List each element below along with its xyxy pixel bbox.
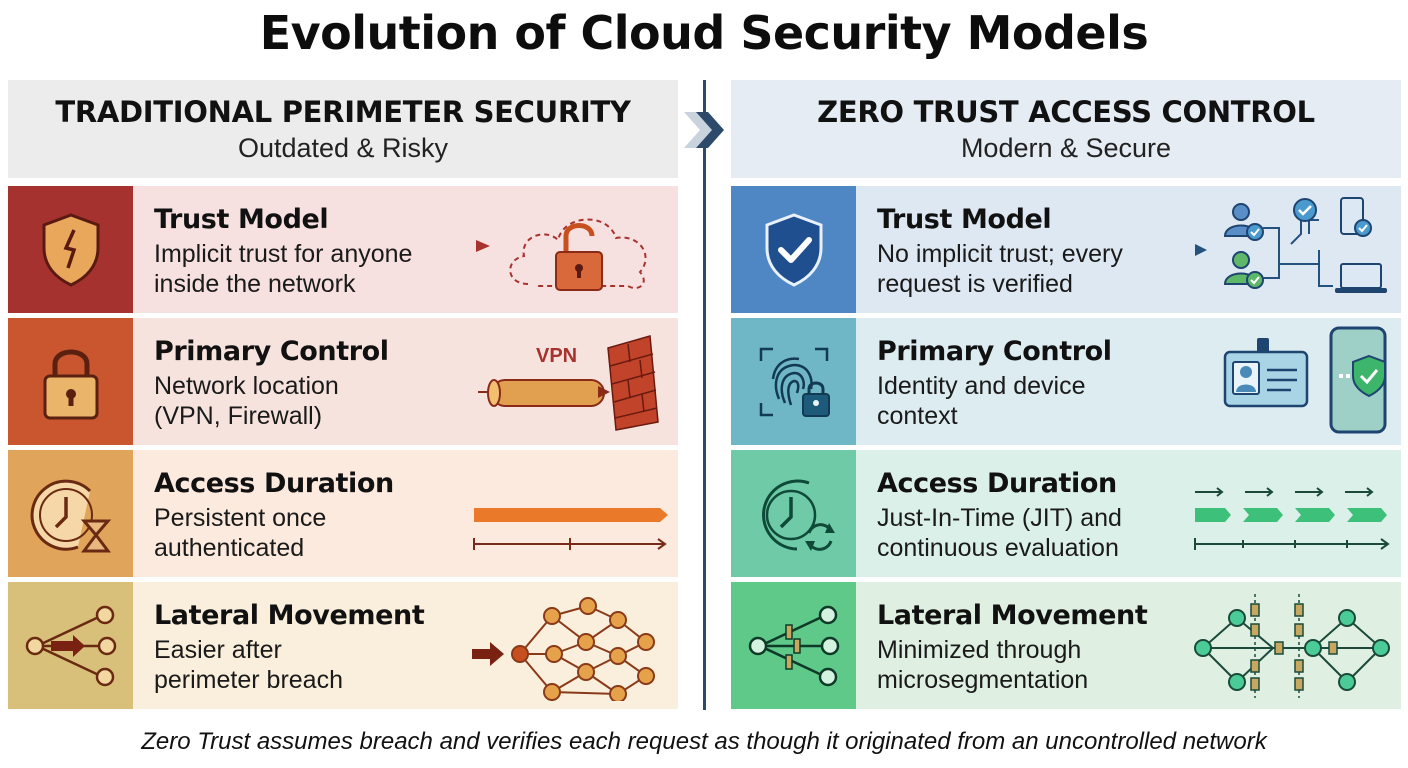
jit-segmented-timeline-icon [1194, 487, 1390, 550]
left-row-trust-model: Trust Model Implicit trust for anyone in… [8, 186, 678, 313]
left-row2-desc-line2: (VPN, Firewall) [154, 402, 323, 430]
left-panel-subtitle: Outdated & Risky [237, 133, 449, 163]
left-row2-title: Primary Control [154, 336, 389, 367]
microsegmented-network-icon [1194, 594, 1390, 698]
cloud-unlocked-padlock-icon [476, 218, 647, 291]
panel-divider [703, 80, 706, 710]
left-row1-desc-line1: Implicit trust for anyone [154, 240, 413, 268]
left-row3-desc-line1: Persistent once [154, 504, 327, 532]
right-row3-title: Access Duration [877, 468, 1117, 499]
segmented-nodes-icon [731, 582, 856, 709]
broken-shield-icon [8, 186, 133, 313]
left-row-access-duration: Access Duration Persistent once authenti… [8, 450, 678, 577]
right-row-lateral-movement: Lateral Movement Minimized through micro… [731, 582, 1401, 709]
left-row4-title: Lateral Movement [154, 600, 425, 631]
right-row-access-duration: Access Duration Just-In-Time (JIT) and c… [731, 450, 1401, 577]
traditional-perimeter-panel: TRADITIONAL PERIMETER SECURITY Outdated … [8, 80, 678, 709]
left-row4-desc-line1: Easier after [154, 636, 282, 664]
right-panel-header: ZERO TRUST ACCESS CONTROL Modern & Secur… [731, 80, 1401, 178]
verified-users-devices-icon [1195, 197, 1387, 293]
left-row4-desc-line2: perimeter breach [154, 666, 343, 694]
left-panel-title: TRADITIONAL PERIMETER SECURITY [55, 95, 631, 129]
checked-shield-icon [731, 186, 856, 313]
id-badge-phone-shield-icon [1223, 326, 1387, 434]
right-row1-desc-line2: request is verified [877, 270, 1073, 298]
right-row2-title: Primary Control [877, 336, 1112, 367]
left-row1-desc-line2: inside the network [154, 270, 356, 298]
persistent-timeline-icon [473, 508, 668, 550]
left-row-lateral-movement: Lateral Movement Easier after perimeter … [8, 582, 678, 709]
open-network-mesh-icon [472, 597, 655, 701]
right-row1-title: Trust Model [877, 204, 1052, 235]
right-row4-title: Lateral Movement [877, 600, 1148, 631]
left-row1-title: Trust Model [154, 204, 329, 235]
footer-caption: Zero Trust assumes breach and verifies e… [141, 728, 1267, 755]
right-panel-subtitle: Modern & Secure [960, 133, 1172, 163]
vpn-tunnel-firewall-icon: VPN [478, 335, 659, 431]
right-row2-desc-line2: context [877, 402, 958, 430]
clock-refresh-icon [731, 450, 856, 577]
right-row-trust-model: Trust Model No implicit trust; every req… [731, 186, 1401, 313]
zero-trust-panel: ZERO TRUST ACCESS CONTROL Modern & Secur… [731, 80, 1401, 709]
right-row3-desc-line1: Just-In-Time (JIT) and [877, 504, 1122, 532]
left-row-primary-control: Primary Control Network location (VPN, F… [8, 318, 678, 445]
left-panel-header: TRADITIONAL PERIMETER SECURITY Outdated … [8, 80, 678, 178]
chevron-right-icon [684, 112, 724, 148]
right-row-primary-control: Primary Control Identity and device cont… [731, 318, 1401, 445]
left-row2-desc-line1: Network location [154, 372, 339, 400]
page-title: Evolution of Cloud Security Models [259, 6, 1149, 60]
fingerprint-lock-icon [731, 318, 856, 445]
right-row1-desc-line1: No implicit trust; every [877, 240, 1123, 268]
left-row3-title: Access Duration [154, 468, 394, 499]
lateral-arrow-nodes-icon [8, 582, 133, 709]
vpn-label: VPN [536, 345, 577, 367]
padlock-icon [8, 318, 133, 445]
right-row4-desc-line2: microsegmentation [877, 666, 1089, 694]
right-row4-desc-line1: Minimized through [877, 636, 1082, 664]
left-row3-desc-line2: authenticated [154, 534, 305, 562]
right-row3-desc-line2: continuous evaluation [877, 534, 1119, 562]
right-panel-title: ZERO TRUST ACCESS CONTROL [817, 95, 1315, 129]
clock-hourglass-icon [8, 450, 133, 577]
right-row2-desc-line1: Identity and device [877, 372, 1086, 400]
